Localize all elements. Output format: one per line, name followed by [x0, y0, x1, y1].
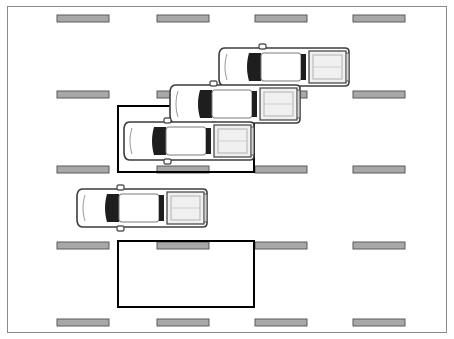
- lane-marker: [352, 14, 406, 23]
- lane-marker: [352, 318, 406, 327]
- lane-marker: [254, 241, 308, 250]
- lane-marker: [352, 241, 406, 250]
- pickup-truck-4: [76, 184, 208, 232]
- pickup-truck-2: [169, 80, 301, 128]
- lane-marker: [56, 165, 110, 174]
- lane-marker: [156, 14, 210, 23]
- lane-marker: [254, 318, 308, 327]
- parking-space-empty: [117, 240, 255, 308]
- pickup-truck-3: [123, 117, 255, 165]
- lane-marker: [352, 90, 406, 99]
- lane-marker: [254, 165, 308, 174]
- lane-marker: [352, 165, 406, 174]
- lane-marker: [156, 241, 210, 250]
- lane-marker: [56, 14, 110, 23]
- lane-marker: [56, 90, 110, 99]
- lane-marker: [56, 241, 110, 250]
- lane-marker: [254, 14, 308, 23]
- lane-marker: [56, 318, 110, 327]
- lane-marker: [156, 318, 210, 327]
- pickup-truck-1: [218, 43, 350, 91]
